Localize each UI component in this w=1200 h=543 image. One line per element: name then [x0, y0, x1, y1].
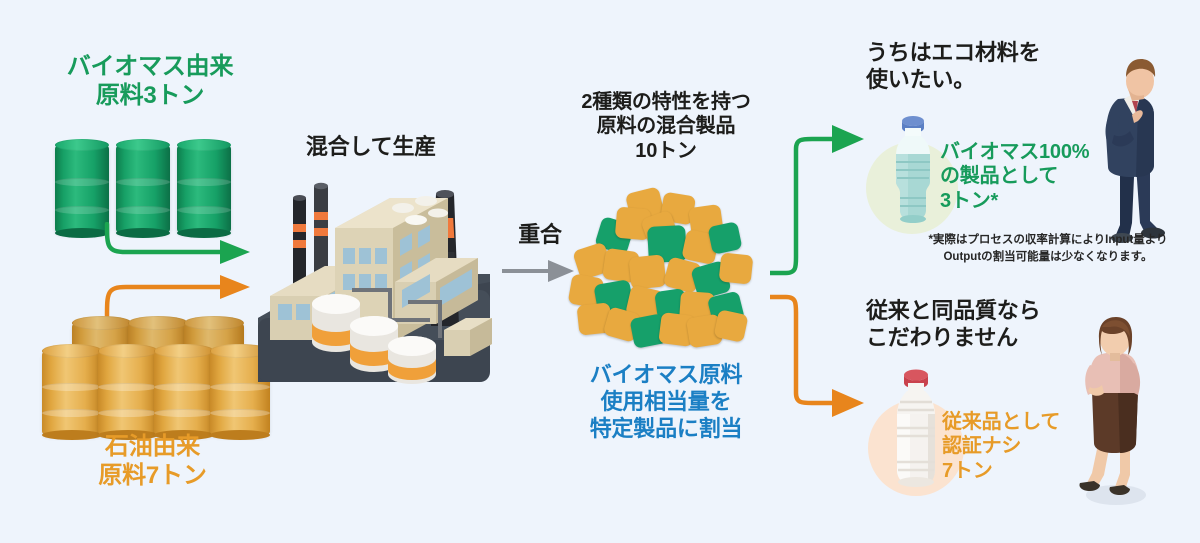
businesswoman-figure	[1079, 317, 1146, 505]
eco-output-arrow	[770, 125, 864, 276]
factory-building	[395, 258, 478, 324]
storage-tank	[388, 336, 436, 384]
mixture-label: 2種類の特性を持つ 原料の混合製品 10トン	[581, 91, 751, 162]
factory-label: 混合して生産	[305, 134, 437, 159]
biomass-drum-group	[55, 138, 255, 243]
eco-quote: うちはエコ材料を 使いたい。	[866, 40, 1041, 92]
petroleum-input-label: 石油由来 原料7トン	[98, 433, 207, 490]
biomass-input-label: バイオマス由来 原料3トン	[66, 53, 234, 110]
conventional-output-arrow	[770, 294, 864, 417]
eco-result-label: バイオマス100% の製品として 3トン*	[940, 141, 1090, 212]
petroleum-drum	[98, 344, 158, 440]
biomass-drum	[116, 139, 170, 238]
eco-footnote: *実際はプロセスの収率計算によりInput量より Outputの割当可能量は少な…	[928, 234, 1168, 263]
petroleum-drum	[42, 344, 102, 440]
smokestack	[293, 195, 306, 294]
biomass-input-arrow	[104, 222, 250, 264]
polymerization-arrow	[502, 260, 574, 282]
petroleum-input-arrow	[104, 275, 250, 320]
polymerization-label: 重合	[518, 222, 562, 247]
conventional-quote: 従来と同品質なら こだわりません	[866, 298, 1041, 350]
biomass-drum	[177, 139, 231, 238]
petroleum-drum	[154, 344, 214, 440]
businessman-thinking-figure	[1105, 59, 1165, 243]
petroleum-drum-group	[36, 316, 286, 440]
white-bottle-icon	[897, 369, 935, 487]
factory-icon	[258, 182, 492, 384]
pellet-mixture-pile	[567, 186, 760, 360]
factory-shed	[444, 318, 492, 356]
biomass-drum	[55, 139, 109, 238]
storage-tank	[312, 294, 360, 352]
storage-tank	[350, 316, 398, 372]
conventional-result-label: 従来品として 認証ナシ 7トン	[942, 411, 1061, 482]
blue-pet-bottle-icon	[896, 116, 930, 223]
allocation-note: バイオマス原料 使用相当量を 特定製品に割当	[589, 362, 743, 441]
